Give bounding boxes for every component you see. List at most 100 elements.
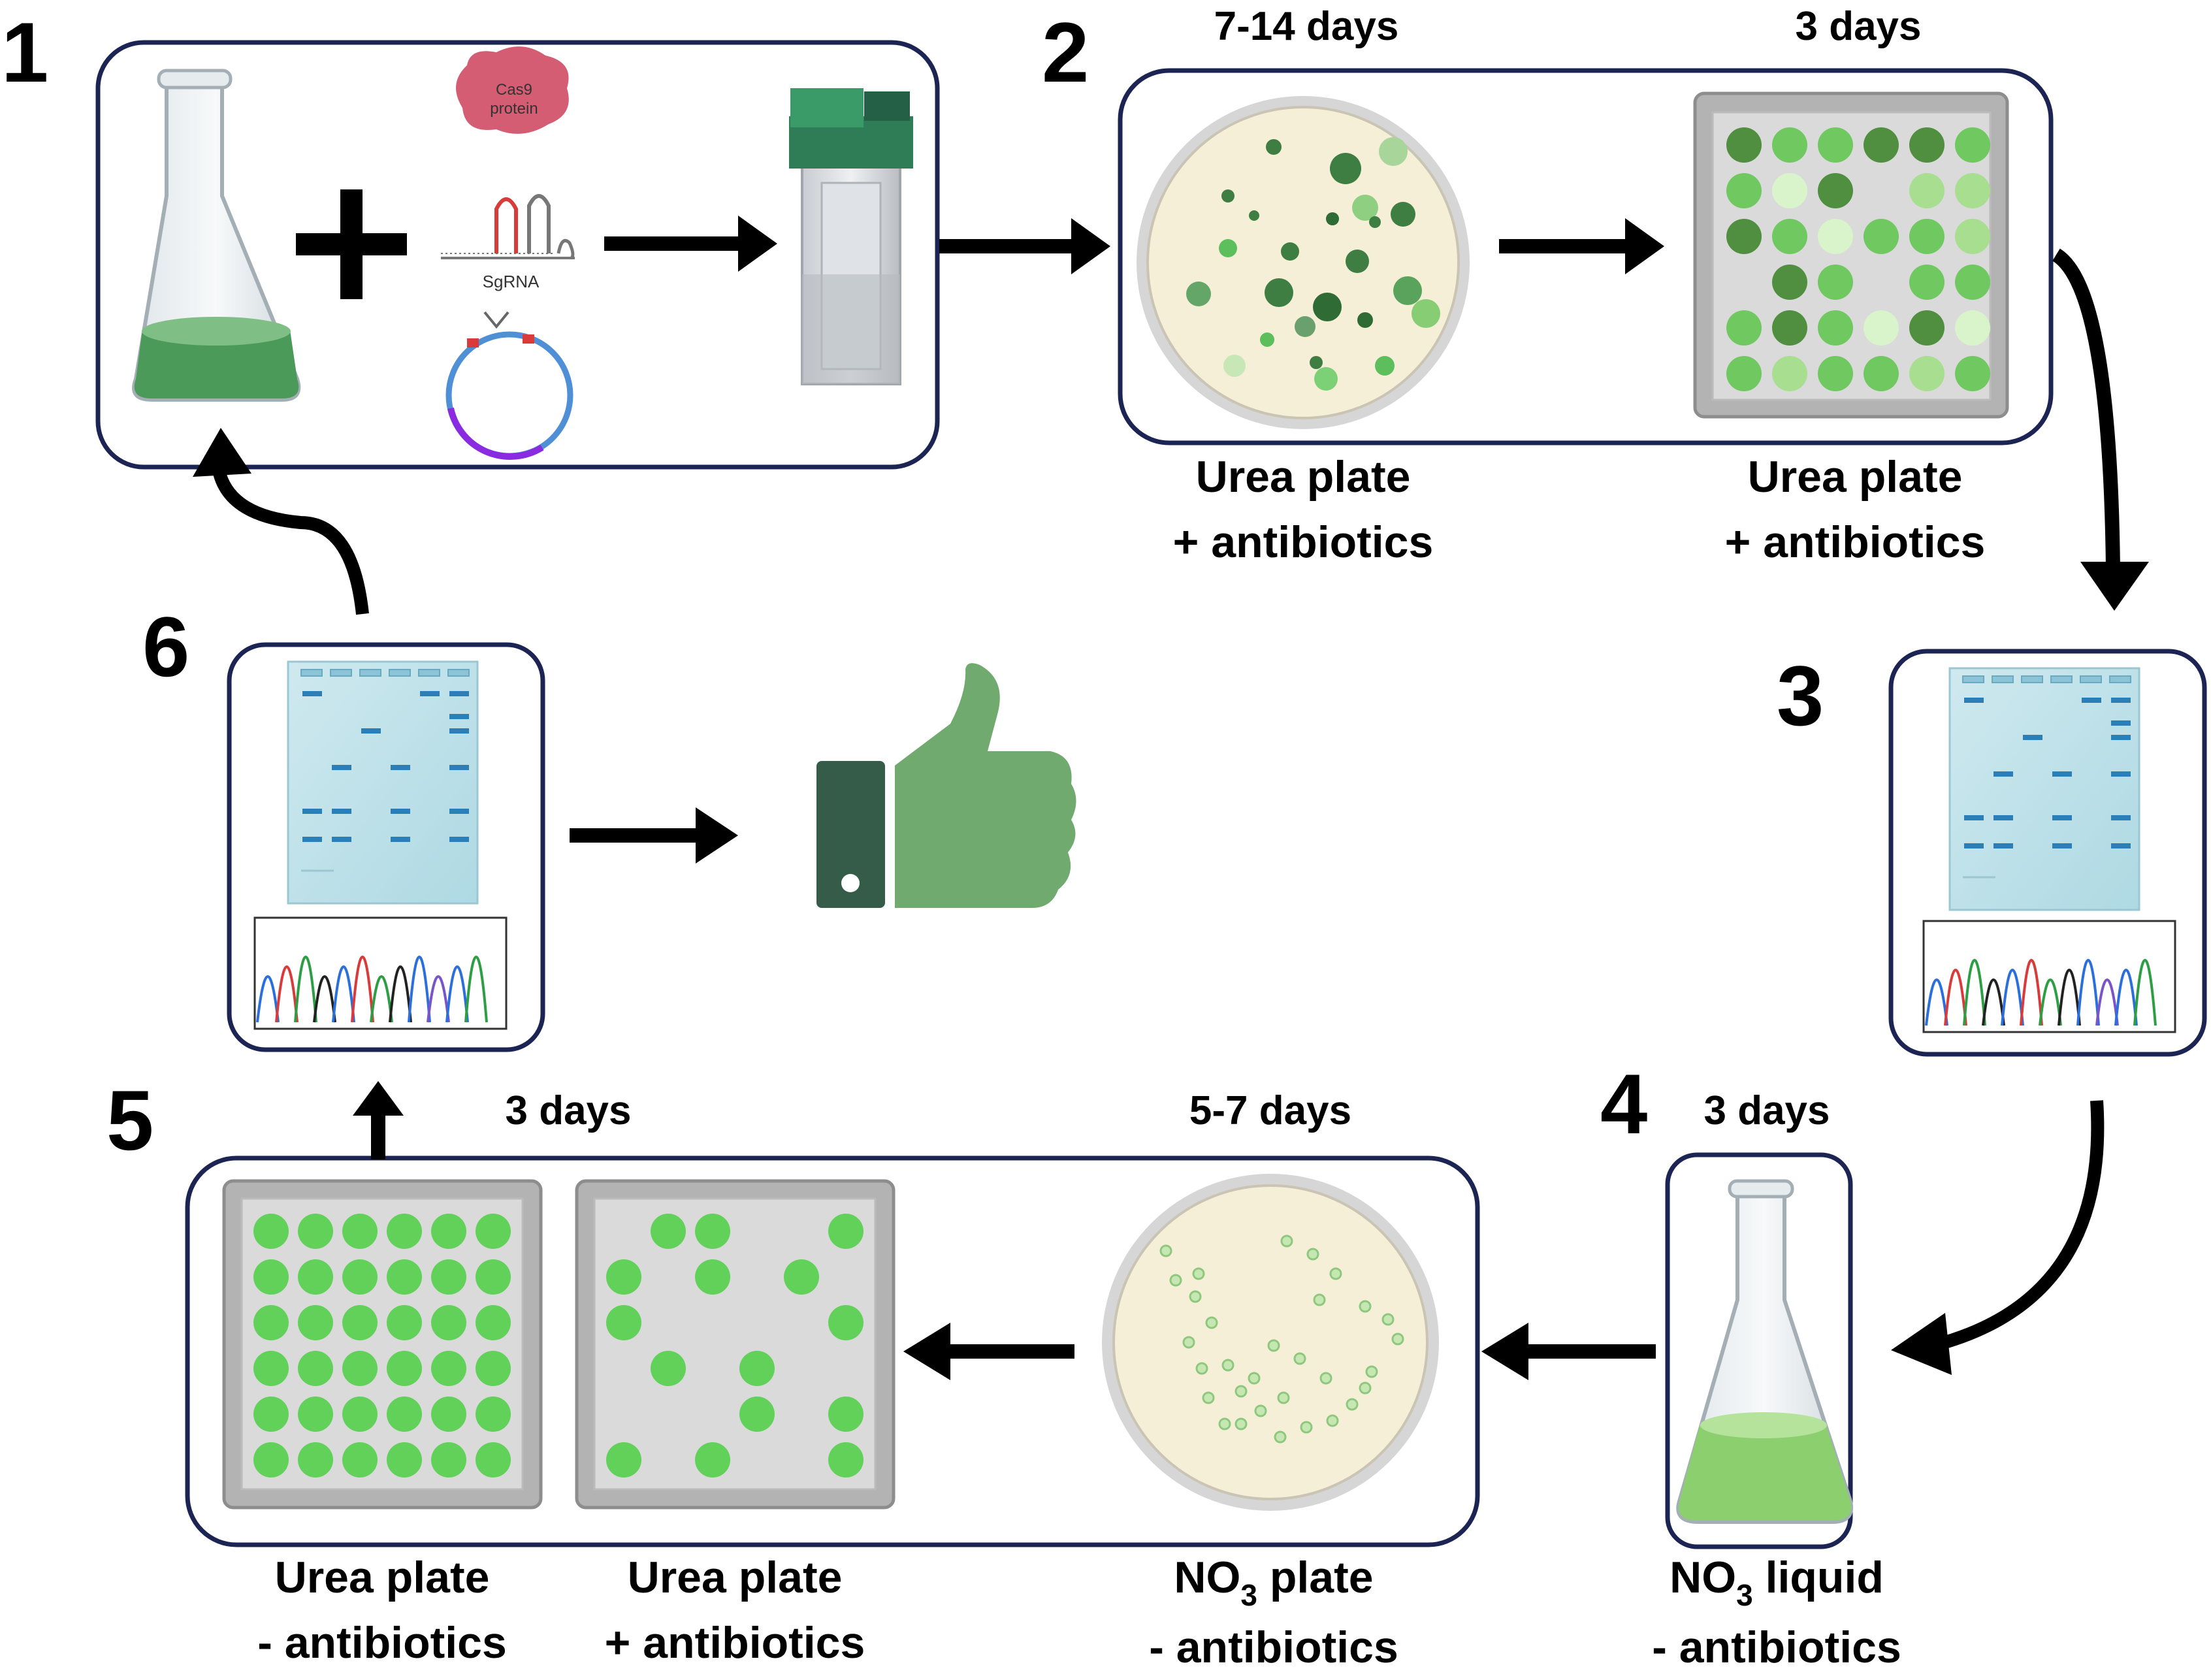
step6-box [227,642,545,1052]
gel-band [2082,698,2101,703]
well-grid [606,1214,863,1478]
caption-line: NO3 plate [1174,1553,1374,1612]
colony-well [342,1397,378,1432]
duration-step4: 3 days [1703,1088,1830,1133]
colony-well [1772,173,1807,208]
arrow-step6-to-thumbs [570,807,738,864]
colony-well [1726,356,1762,391]
arrow-to-cuvette [604,216,777,272]
colony-well [784,1259,819,1295]
colony-well [1818,173,1853,208]
colony-dot [1274,1430,1287,1444]
colony-well [253,1397,289,1432]
chromatogram-peak [2076,959,2100,1026]
colony-dot [1182,1336,1195,1349]
gel-band [2023,735,2042,740]
colony-dot [1267,1339,1280,1352]
colony-well [1818,219,1853,254]
gel-well [2109,675,2131,683]
chromatogram-peak [2058,969,2081,1026]
colony-well [651,1351,686,1386]
chromatogram-icon [253,916,508,1030]
protein-label: protein [490,100,538,118]
gel-band [449,809,469,814]
colony-well [606,1305,641,1340]
gel-band [420,691,440,696]
colony-well [342,1442,378,1478]
gel-band [302,837,322,842]
well-grid [1726,127,1990,391]
colony-well [1909,219,1945,254]
erlenmeyer-flask-icon [132,69,301,402]
caption-step2-petri: Urea plate + antibiotics [1140,444,1466,575]
colony-dot [1365,1365,1378,1378]
colony-well [342,1351,378,1386]
colony-well [476,1259,511,1295]
colony-well [1818,310,1853,346]
gel-band [2111,815,2131,820]
caption-line: + antibiotics [1724,517,1986,567]
colony-dot [1329,1267,1342,1280]
caption-line: NO3 liquid [1670,1553,1884,1612]
chromatogram-peak [294,956,317,1023]
colony-well [1955,310,1990,346]
colony-well [1909,173,1945,208]
colony-well [342,1305,378,1340]
colony-well [253,1351,289,1386]
colony-well [298,1259,333,1295]
colony-well [1864,310,1899,346]
colony-well [298,1351,333,1386]
chromatogram-peak [389,965,412,1023]
colony-well [1864,127,1899,163]
step-number-5: 5 [106,1073,154,1168]
colony-well [651,1214,686,1249]
step2-box [1118,68,2054,445]
colony-dot [1300,1421,1313,1434]
colony-dot [1359,1300,1372,1313]
gel-well [2050,675,2073,683]
colony-well [1955,356,1990,391]
gel-well [389,669,411,677]
colony-dot [1326,1414,1339,1427]
caption-line: Urea plate [627,1553,843,1602]
colony-well [298,1442,333,1478]
colony-dot [1189,1290,1202,1303]
colony-dot [1169,1274,1182,1287]
gel-band [1993,815,2013,820]
colony-well [1726,173,1762,208]
petri-dish-icon [1137,96,1470,429]
colony-well [342,1259,378,1295]
chromatogram-peak [408,956,431,1023]
colony-well [342,1214,378,1249]
caption-line: + antibiotics [1172,517,1434,567]
chromatogram-peak [332,965,355,1023]
gel-electrophoresis-icon [287,660,479,905]
colony-well [1726,310,1762,346]
arrow-step5-to-step6 [353,1081,404,1159]
colony-well [298,1305,333,1340]
chromatogram-peak [313,975,336,1023]
duration-step2-petri: 7-14 days [1214,4,1399,49]
colony-well [1818,127,1853,163]
caption-step5-plus: Urea plate + antibiotics [572,1545,898,1675]
colony-well [1772,356,1807,391]
colony-well [253,1442,289,1478]
chromatogram-peak [2020,959,2043,1026]
colony-dot [1159,1244,1172,1257]
chromatogram-peak [2133,959,2157,1026]
colony-well [298,1397,333,1432]
chromatogram-peak [370,975,393,1023]
colony-dot [1391,1333,1404,1346]
colony-well [431,1351,466,1386]
chromatogram-peak [2095,978,2119,1026]
chromatogram-peak [1963,959,1986,1026]
chromatogram-peak [1944,969,1967,1026]
colony-dot [1192,1267,1205,1280]
chromatogram-peak [1982,978,2005,1026]
colony-well [1909,356,1945,391]
gel-band [2052,771,2072,777]
gel-band [2052,815,2072,820]
colony-well [1772,127,1807,163]
plasmid-icon [445,311,573,460]
duration-step5-wellplate: 3 days [505,1088,632,1133]
